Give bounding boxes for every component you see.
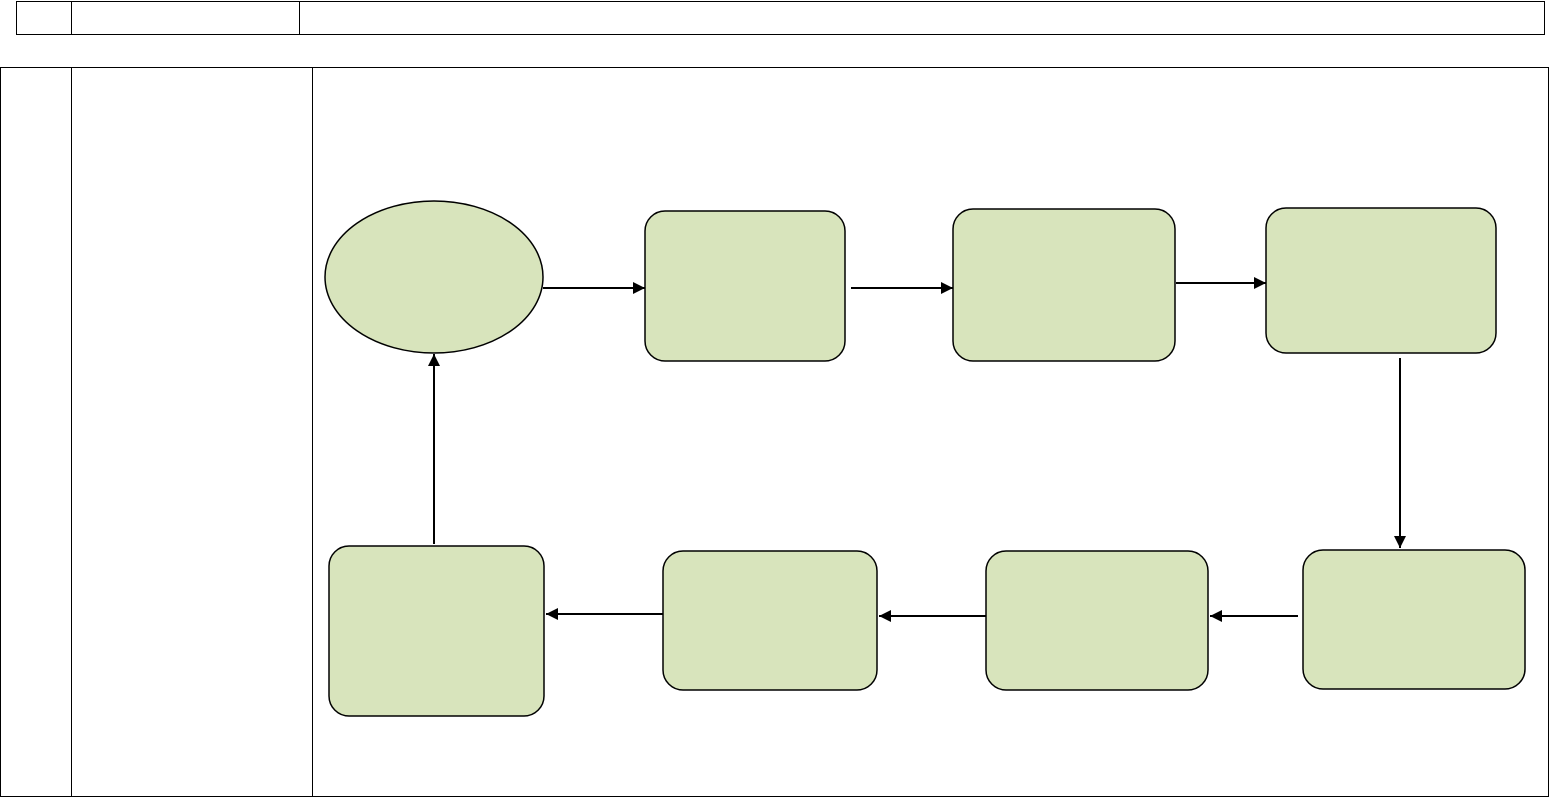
node-step-1 [644, 210, 846, 362]
header-table-row [16, 1, 1545, 35]
node-step-1-shape [644, 210, 846, 362]
node-step-2-shape [952, 208, 1176, 362]
nodes-layer [324, 200, 1526, 717]
node-step-6 [662, 550, 878, 691]
node-step-5-shape [985, 550, 1209, 691]
node-step-7-shape [328, 545, 545, 717]
node-step-4 [1302, 549, 1526, 690]
node-step-4-shape [1302, 549, 1526, 690]
node-step-7 [328, 545, 545, 717]
node-step-6-shape [662, 550, 878, 691]
node-step-2 [952, 208, 1176, 362]
node-step-3 [1265, 207, 1497, 354]
body-cell-number [1, 68, 72, 796]
node-step-3-shape [1265, 207, 1497, 354]
node-start-shape [324, 200, 544, 354]
body-cell-name [72, 68, 313, 796]
edges-layer [428, 277, 1406, 622]
header-cell-name [72, 2, 300, 34]
node-step-5 [985, 550, 1209, 691]
header-cell-number [17, 2, 72, 34]
node-start [324, 200, 544, 354]
